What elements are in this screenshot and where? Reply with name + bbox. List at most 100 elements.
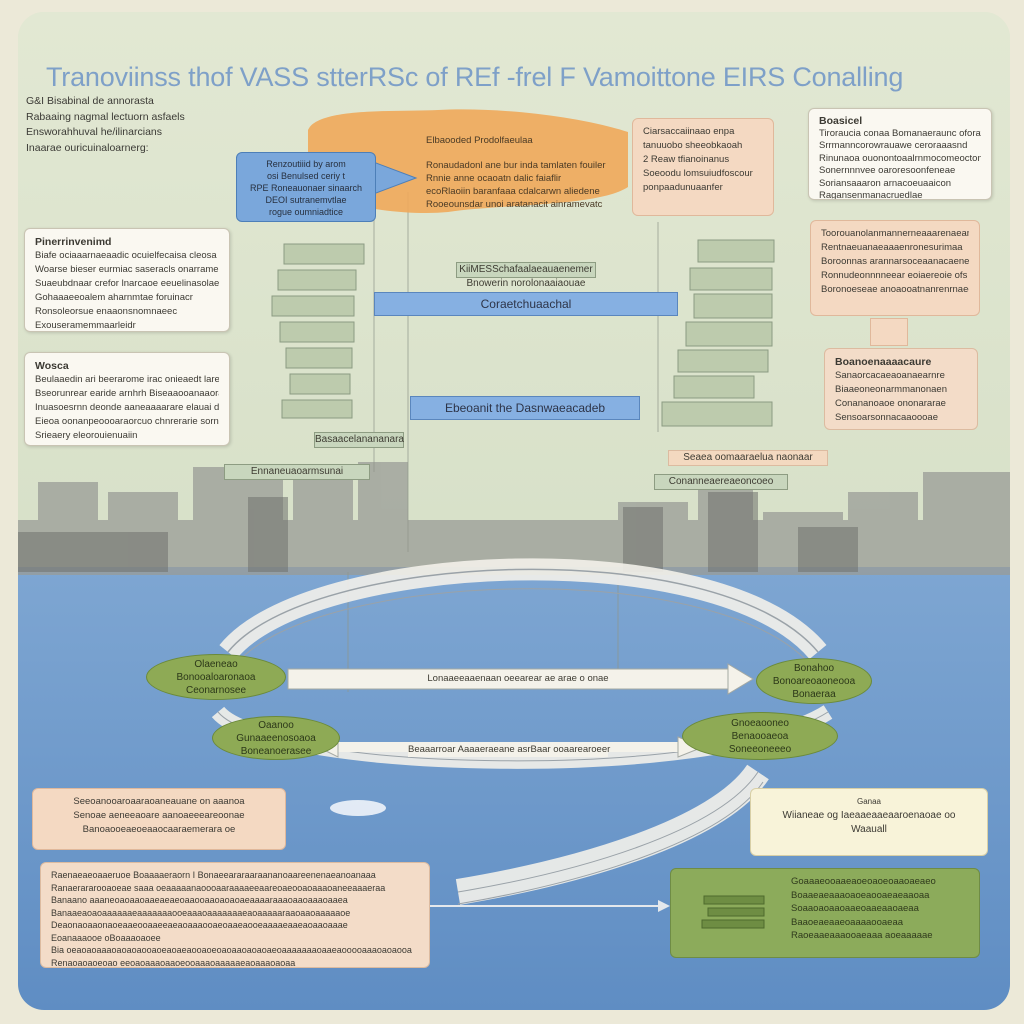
node-line: Soneeoneeeo xyxy=(728,743,792,755)
box-line: Srrmanncorowrauawe ceroraaasnd xyxy=(819,140,968,151)
bottom-right-cream-box: Ganaa Wiianeae og Iaeaaeaaeaaroenaoae oo… xyxy=(750,788,988,856)
box-line: rogue oumniadtice xyxy=(268,207,344,217)
box-line: osi Benulsed ceriy t xyxy=(266,171,346,181)
box-line: Goaaaeooaaeaoeoaoeoaaoaeaeo xyxy=(791,876,936,887)
box-line: Sonernnnvee oaroresoonfeneae xyxy=(819,165,956,176)
left-stack xyxy=(271,243,365,419)
box-line: Rentnaeuanaeaaaenronesurimaa xyxy=(821,242,963,253)
box-line: Tiroraucia conaa Bomanaeraunc oforat xyxy=(819,127,981,139)
box-line: Wiianeae og Iaeaaeaaeaaroenaoae oo xyxy=(782,810,956,821)
arrow-label-lower: Beaaarroar Aaaaeraeane asrBaar ooaarearo… xyxy=(408,743,611,757)
box-line: Ronsoleorsue enaaonsnomnaeec xyxy=(35,306,178,317)
box-line: RPE Roneauonaer sinaarch xyxy=(249,183,363,193)
center-label-upper-2: Bnowerin norolonaaiaouae xyxy=(466,278,586,289)
node-line: Bonahoo xyxy=(793,662,835,674)
node-ellipse-left-top: Olaeneao Bonooaloaronaoa Ceonarnosee xyxy=(146,654,286,700)
box-line: Rinunaoa ouonontoaalrnmocomeoctom xyxy=(819,152,981,164)
box-line: Bseorunrear earide arnhrh Biseaaooanaaor… xyxy=(35,388,219,399)
box-line: Biafe ociaaarnaeaadic ocuielfecaisa cleo… xyxy=(35,250,217,261)
right-stack xyxy=(661,239,775,427)
box-line: Soaaoaoaaoaaeoaaeaaoaeaa xyxy=(791,903,919,914)
box-line: Senoae aeneeaoare aanoaeeeareoonae xyxy=(73,810,245,821)
intro-line: Ensworahhuval he/ilinarcians xyxy=(26,126,162,138)
center-bar-2: Ebeoanit the Dasnwaeacadeb xyxy=(410,396,640,420)
bottom-left-large-box: Raenaeaeoaaeruoe Boaaaaeraorn I Bonaeear… xyxy=(40,862,430,968)
left-info-box-2: Wosca Beulaaedin ari beerarome irac onie… xyxy=(24,352,230,446)
box-line: Conananoaoe ononararae xyxy=(835,398,946,409)
box-line: Banaaeaoaoaaaaaaeaaaaaaaooeaaaoaaaaaaaea… xyxy=(51,907,351,918)
box-line: Banaano aaaneoaoaaoaaeaeaeoaaooaaoaoaoae… xyxy=(51,895,348,905)
node-line: Bonooaloaronaoa xyxy=(176,671,256,683)
banner-line: Ronaudadonl ane bur inda tamlaten fouile… xyxy=(426,160,606,171)
box-line: Deaonaoaaonaoeaaeooaaeeaeaoaaaooaeoaaeao… xyxy=(51,920,348,930)
box-line: Sanaorcacaeaoanaearnre xyxy=(835,370,945,381)
skyline-dark xyxy=(18,492,858,572)
banner-line: Elbaooded Prodolfaeulaa xyxy=(426,135,533,146)
center-label-upper: KiiMESSchafaalaeauaenemer xyxy=(456,262,596,278)
right-peach-box-1: Toorouanolanmannerneaaarenaeans Rentnaeu… xyxy=(810,220,980,316)
box-line: Ranaerararooaoeae saaa oeaaaaanaoooaaraa… xyxy=(51,882,386,893)
box-line: Banoaooeaeoeaaocaaraemerara oe xyxy=(82,824,236,835)
banner-line: Rnnie anne ocaoatn dalic faiaflir xyxy=(426,173,562,184)
boat-shape xyxy=(330,800,386,816)
box-line: DEOI sutranemvtlae xyxy=(265,195,347,205)
top-blue-box: Renzoutiiid by arom osi Benulsed ceriy t… xyxy=(236,152,376,222)
node-line: Oaanoo xyxy=(258,719,294,731)
node-ellipse-right-top: Bonahoo Bonoareoaoneooa Bonaeraa xyxy=(756,658,872,704)
box-line: Soriansaaaron arnacoeuaaicon xyxy=(819,177,952,189)
box-line: Boronoeseae anoaooatnanrenrnaee xyxy=(821,284,969,295)
peach-top-box: Ciarsaccaiinaao enpa tanuuobo sheeobkaoa… xyxy=(632,118,774,216)
left-stack-label: Basaacelanananara xyxy=(314,432,404,448)
node-line: Benaooaeoa xyxy=(731,730,789,742)
box-line: Eieoa oonanpeoooaraorcuo chnrerarie sorn… xyxy=(35,416,219,427)
box-line: Woarse bieser eurmiac saseracls onarrame xyxy=(35,264,219,275)
diagram-frame: Tranoviinss thof VASS stterRSc of REf -f… xyxy=(18,12,1010,1010)
guide-lines xyxy=(347,192,659,692)
box-line: Bia oeaoaoaaaoaoaoaooaoeaoaeaooaoeoaoaao… xyxy=(51,945,412,955)
box-heading: Wosca xyxy=(35,360,69,372)
box-line: Biaaeoneonarmmanonaen xyxy=(835,384,947,395)
left-stack-label-2: Ennaneuaoarmsunai xyxy=(224,464,370,480)
node-line: Gunaaeenosoaoa xyxy=(236,732,316,744)
node-line: Bonaeraa xyxy=(792,688,836,700)
intro-line: Rabaaing nagmal lectuorn asfaels xyxy=(26,110,185,123)
box-line: Waauall xyxy=(851,824,887,835)
box-line: Ragansenmanacruedlae xyxy=(819,190,923,200)
document-stack-icon xyxy=(701,895,765,929)
top-right-box: Boasicel Tiroraucia conaa Bomanaeraunc o… xyxy=(808,108,992,200)
arrow-label-upper: Lonaaeeaaenaan oeearear ae arae o onae xyxy=(427,673,609,684)
box-line: Raenaeaeoaaeruoe Boaaaaeraorn I Bonaeear… xyxy=(51,870,376,880)
box-heading: Boanoenaaaacaure xyxy=(835,356,932,368)
intro-line: Inaarae ouricuinaloarnerg: xyxy=(26,141,149,154)
center-bar-1: Coraetchuaachal xyxy=(374,292,678,316)
right-peach-box-2: Boanoenaaaacaure Sanaorcacaeaoanaearnre … xyxy=(824,348,978,430)
peach-connector xyxy=(870,318,908,346)
node-line: Ceonarnosee xyxy=(185,684,247,696)
node-ellipse-right-bottom: Gnoeaooneo Benaooaeoa Soneeoneeeo xyxy=(682,712,838,760)
node-line: Gnoeaooneo xyxy=(731,717,789,729)
orange-banner-text: Elbaooded Prodolfaeulaa Ronaudadonl ane … xyxy=(426,134,626,211)
box-line: Suaeubdnaar crefor lnarcaoe eeuelinasola… xyxy=(35,278,219,289)
box-line: Raoeaaeaaaooaeaaa aoeaaaaae xyxy=(791,930,933,941)
box-heading: Boasicel xyxy=(819,115,863,127)
box-line: Boaaeaeaaaoaoeaooaeaeaaoaa xyxy=(791,889,930,901)
box-line: Ciarsaccaiinaao enpa xyxy=(643,126,735,137)
box-line: ponpaadunuaanfer xyxy=(643,182,723,193)
box-line: Srieaery eleorouienuaiin xyxy=(35,430,138,441)
intro-line: G&I Bisabinal de annorasta xyxy=(26,95,154,107)
box-line: tanuuobo sheeobkaoah xyxy=(643,140,743,151)
node-ellipse-left-bottom: Oaanoo Gunaaeenosoaoa Boneanoerasee xyxy=(212,716,340,760)
intro-text: G&I Bisabinal de annorasta Rabaaing nagm… xyxy=(26,94,196,156)
node-line: Boneanoerasee xyxy=(240,745,312,757)
box-line: Beulaaedin ari beerarome irac onieaedt l… xyxy=(35,374,219,385)
box-line: Toorouanolanmannerneaaarenaeans xyxy=(821,228,969,239)
box-line: 2 Reaw tfianoinanus xyxy=(643,154,730,165)
box-line: Sensoarsonnacaaoooae xyxy=(835,412,939,423)
box-line: Gohaaaeeoalem aharnmtae foruinacr xyxy=(35,292,193,303)
node-line: Bonoareoaoneooa xyxy=(772,675,856,687)
box-line: Boroonnas arannarsoceaanacaenesre xyxy=(821,256,969,267)
box-line: Renaoaoaoeoao eeoaoaaaoaaoeooaaaoaaaaaea… xyxy=(51,957,296,968)
box-line: Ronnudeonnnneear eoiaereoie ofs xyxy=(821,270,968,281)
bottom-left-peach-box: Seeoanooaroaaraoaneauane on aaanoa Senoa… xyxy=(32,788,286,850)
box-caption: Ganaa xyxy=(856,797,882,806)
